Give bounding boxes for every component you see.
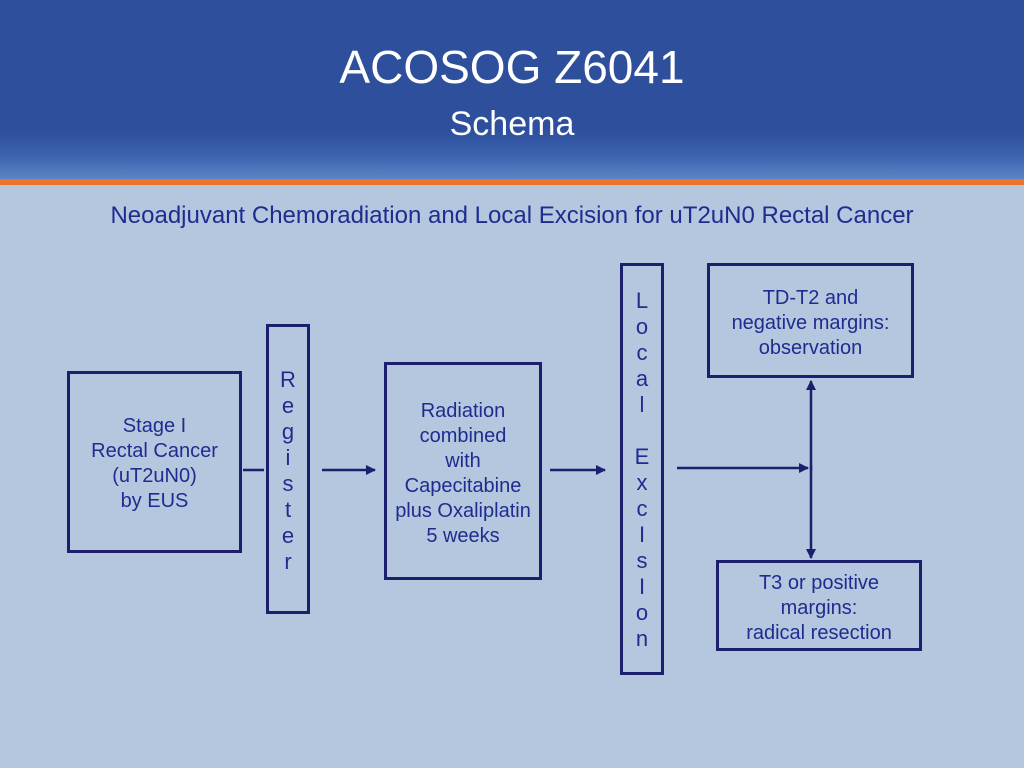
stage-line: Rectal Cancer — [91, 440, 218, 462]
register-letter: i — [285, 445, 291, 470]
observation-box: TD-T2 and negative margins: observation — [707, 263, 914, 378]
excision-letter: E — [634, 444, 650, 469]
excision-letter: I — [638, 522, 646, 547]
resection-line: margins: — [780, 597, 858, 619]
excision-letter: c — [636, 340, 648, 365]
local-excision-box: L o c a l E x c I s I o n — [620, 263, 664, 675]
register-letter: t — [284, 497, 292, 522]
excision-letter: c — [636, 496, 648, 521]
stage-box: Stage I Rectal Cancer (uT2uN0) by EUS — [67, 371, 242, 553]
treatment-line: Radiation — [420, 400, 506, 422]
treatment-line: plus Oxaliplatin — [395, 500, 531, 522]
resection-line: radical resection — [746, 622, 892, 644]
excision-letter: x — [636, 470, 648, 495]
observation-line: observation — [758, 337, 863, 359]
register-box: R e g i s t e r — [266, 324, 310, 614]
excision-letter — [623, 418, 661, 444]
register-letter: e — [281, 393, 295, 418]
excision-letter: l — [639, 392, 645, 417]
treatment-line: combined — [419, 425, 507, 447]
treatment-line: 5 weeks — [426, 525, 500, 547]
excision-letter: I — [638, 574, 646, 599]
excision-letter: a — [635, 366, 649, 391]
observation-line: negative margins: — [731, 312, 890, 334]
register-letter: g — [281, 419, 295, 444]
register-letter: R — [280, 367, 296, 392]
resection-box: T3 or positive margins: radical resectio… — [716, 560, 922, 651]
register-letter: e — [281, 523, 295, 548]
stage-line: by EUS — [120, 490, 189, 512]
excision-letter: n — [635, 626, 649, 651]
excision-letter: L — [635, 288, 649, 313]
resection-line: T3 or positive — [758, 572, 880, 594]
excision-letter: o — [635, 314, 649, 339]
register-letter: s — [282, 471, 294, 496]
stage-line: Stage I — [122, 415, 187, 437]
excision-letter: s — [636, 548, 648, 573]
slide-subtitle: Schema — [449, 105, 575, 143]
banner-divider — [0, 179, 1024, 185]
excision-letter: o — [635, 600, 649, 625]
title-banner — [0, 0, 1024, 180]
treatment-box: Radiation combined with Capecitabine plu… — [384, 362, 542, 580]
diagram-heading: Neoadjuvant Chemoradiation and Local Exc… — [110, 202, 914, 229]
slide-title: ACOSOG Z6041 — [339, 41, 685, 93]
observation-line: TD-T2 and — [762, 287, 859, 309]
register-letter: r — [284, 549, 292, 574]
treatment-line: Capecitabine — [404, 475, 522, 497]
stage-line: (uT2uN0) — [112, 465, 197, 487]
treatment-line: with — [445, 450, 481, 472]
